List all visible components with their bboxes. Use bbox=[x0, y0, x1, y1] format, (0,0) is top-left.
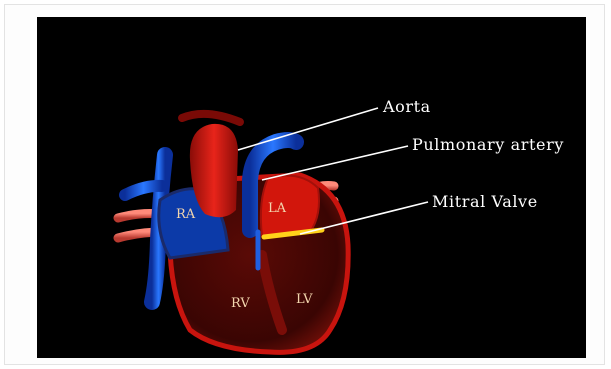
mitral-valve-label: Mitral Valve bbox=[432, 192, 538, 211]
pulmonary-artery-leader-line bbox=[262, 146, 408, 180]
aorta-label: Aorta bbox=[382, 97, 431, 116]
right-atrium-label: RA bbox=[176, 207, 196, 222]
aorta-leader-line bbox=[238, 108, 378, 150]
pulmonary-artery-label: Pulmonary artery bbox=[412, 135, 564, 154]
right-ventricle-label: RV bbox=[231, 296, 250, 311]
left-ventricle-label: LV bbox=[296, 292, 313, 307]
aorta-top bbox=[182, 114, 240, 122]
left-atrium-label: LA bbox=[268, 201, 287, 216]
